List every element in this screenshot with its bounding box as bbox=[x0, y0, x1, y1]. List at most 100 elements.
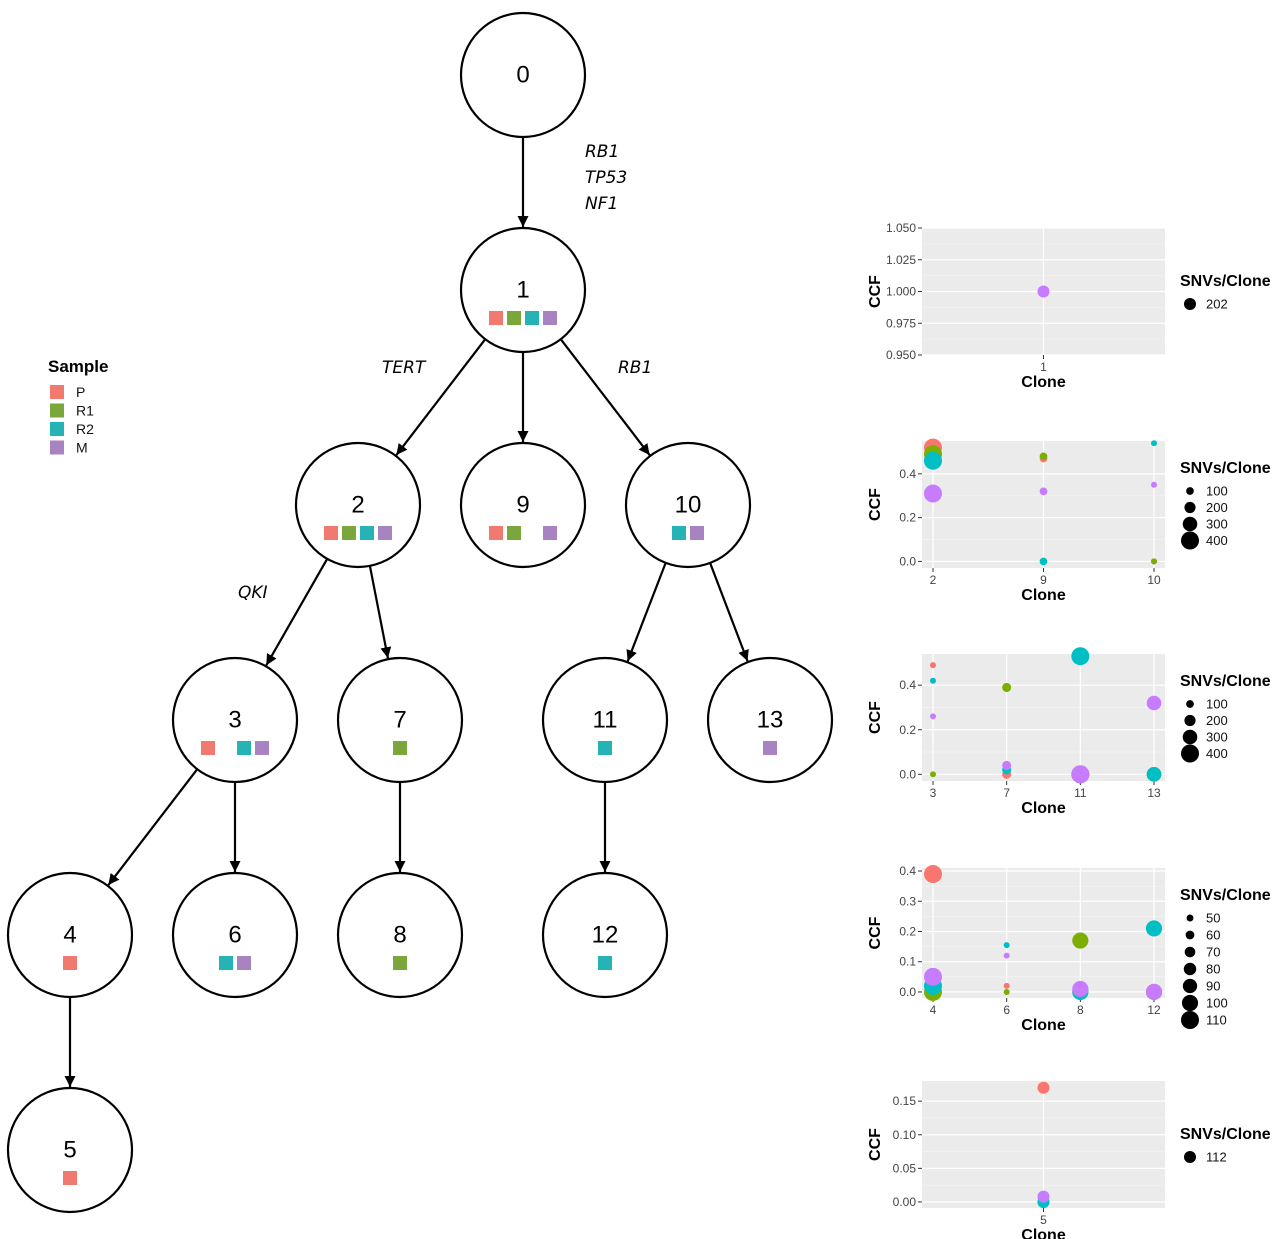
legend-item-r1: R1 bbox=[50, 403, 94, 419]
node-label: 9 bbox=[516, 491, 529, 518]
size-legend-dot bbox=[1186, 700, 1194, 708]
sample-marker-r1 bbox=[507, 526, 521, 540]
x-tick-label: 7 bbox=[1003, 786, 1010, 800]
sample-marker-m bbox=[763, 741, 777, 755]
size-legend-label: 60 bbox=[1206, 928, 1220, 943]
x-tick-label: 10 bbox=[1147, 573, 1161, 587]
y-tick-label: 0.4 bbox=[899, 678, 916, 692]
plot-panel bbox=[922, 868, 1165, 998]
point-clone-6-r2 bbox=[1003, 942, 1010, 949]
legend-item-r2: R2 bbox=[50, 421, 94, 437]
sample-marker-m bbox=[237, 956, 251, 970]
point-clone-11-r2 bbox=[1071, 647, 1090, 666]
node-circle bbox=[541, 871, 669, 999]
edge-10-11 bbox=[626, 562, 667, 662]
point-clone-3-r2 bbox=[930, 677, 936, 684]
y-tick-label: 1.050 bbox=[886, 221, 916, 235]
sample-marker-r2 bbox=[598, 956, 612, 970]
size-legend-label: 50 bbox=[1206, 911, 1220, 926]
size-legend-dot bbox=[1186, 487, 1194, 495]
sample-marker-p bbox=[63, 956, 77, 970]
sample-marker-r2 bbox=[360, 526, 374, 540]
tree-edges bbox=[64, 137, 749, 1087]
gene-label-nf1: NF1 bbox=[585, 194, 618, 214]
node-label: 7 bbox=[393, 706, 406, 733]
size-legend-title: SNVs/Clone bbox=[1180, 273, 1271, 290]
point-clone-6-p bbox=[1003, 982, 1010, 989]
y-tick-label: 0.05 bbox=[893, 1161, 917, 1175]
y-tick-label: 0.00 bbox=[893, 1195, 917, 1209]
clone-node-9: 9 bbox=[459, 441, 587, 569]
size-legend-label: 100 bbox=[1206, 996, 1228, 1011]
point-clone-2-m bbox=[924, 484, 942, 503]
x-tick-label: 13 bbox=[1147, 786, 1161, 800]
size-legend-title: SNVs/Clone bbox=[1180, 460, 1271, 477]
node-circle bbox=[541, 656, 669, 784]
y-axis-title: CCF bbox=[867, 1128, 884, 1161]
point-clone-10-r1 bbox=[1151, 558, 1157, 565]
point-clone-8-r1 bbox=[1072, 932, 1089, 949]
size-legend-label: 100 bbox=[1206, 697, 1228, 712]
point-clone-10-r2 bbox=[1151, 440, 1157, 447]
size-legend-label: 300 bbox=[1206, 517, 1228, 532]
point-clone-13-r2 bbox=[1146, 767, 1162, 782]
y-tick-label: 0.2 bbox=[899, 511, 916, 525]
sample-marker-p bbox=[489, 526, 503, 540]
node-label: 8 bbox=[393, 921, 406, 948]
point-clone-1-m bbox=[1037, 285, 1050, 298]
point-clone-4-m bbox=[924, 967, 942, 986]
point-clone-4-p bbox=[924, 865, 942, 884]
point-clone-6-m bbox=[1003, 952, 1010, 959]
size-legend-dot bbox=[1184, 298, 1196, 310]
node-label: 1 bbox=[516, 276, 529, 303]
point-clone-2-r2 bbox=[924, 451, 942, 470]
point-clone-3-m bbox=[930, 713, 936, 720]
y-tick-label: 0.1 bbox=[899, 955, 916, 969]
sample-marker-r1 bbox=[342, 526, 356, 540]
size-legend-dot bbox=[1182, 516, 1198, 532]
x-tick-label: 6 bbox=[1003, 1003, 1010, 1017]
edge-2-3 bbox=[265, 558, 329, 666]
size-legend-label: 100 bbox=[1206, 484, 1228, 499]
gene-label-qki: QKI bbox=[238, 583, 268, 603]
node-label: 10 bbox=[675, 491, 702, 518]
point-clone-10-m bbox=[1151, 481, 1157, 488]
point-clone-7-m bbox=[1002, 760, 1012, 770]
gene-label-rb1: RB1 bbox=[618, 358, 652, 378]
y-axis-title: CCF bbox=[867, 701, 884, 734]
clone-node-0: 0 bbox=[459, 11, 587, 139]
x-tick-label: 2 bbox=[930, 573, 937, 587]
x-tick-label: 9 bbox=[1040, 573, 1047, 587]
gene-label-tp53: TP53 bbox=[585, 168, 627, 188]
point-clone-12-m bbox=[1145, 983, 1163, 1001]
legend-item-p: P bbox=[50, 384, 85, 400]
point-clone-5-m bbox=[1037, 1190, 1050, 1203]
y-tick-label: 0.3 bbox=[899, 894, 916, 908]
point-clone-9-r2 bbox=[1039, 557, 1048, 566]
clone-node-8: 8 bbox=[336, 871, 464, 999]
node-circle bbox=[336, 656, 464, 784]
node-circle bbox=[459, 11, 587, 139]
x-tick-label: 12 bbox=[1147, 1003, 1161, 1017]
y-tick-label: 1.025 bbox=[886, 253, 916, 267]
point-clone-6-r1 bbox=[1003, 988, 1010, 995]
size-legend-dot bbox=[1184, 501, 1196, 514]
point-clone-3-p bbox=[930, 662, 936, 669]
y-tick-label: 0.2 bbox=[899, 723, 916, 737]
sample-marker-m bbox=[255, 741, 269, 755]
size-legend-dot bbox=[1186, 914, 1194, 922]
size-legend-dot bbox=[1184, 946, 1196, 958]
size-legend-label: 80 bbox=[1206, 962, 1220, 977]
node-label: 3 bbox=[228, 706, 241, 733]
size-legend-dot bbox=[1183, 962, 1197, 976]
point-clone-3-r1 bbox=[930, 771, 936, 778]
legend-swatch bbox=[50, 385, 64, 399]
size-legend-dot bbox=[1182, 978, 1198, 994]
edge-3-4 bbox=[107, 768, 199, 886]
point-clone-11-m bbox=[1071, 765, 1090, 784]
clone-node-5: 5 bbox=[6, 1086, 134, 1214]
sample-marker-r2 bbox=[219, 956, 233, 970]
